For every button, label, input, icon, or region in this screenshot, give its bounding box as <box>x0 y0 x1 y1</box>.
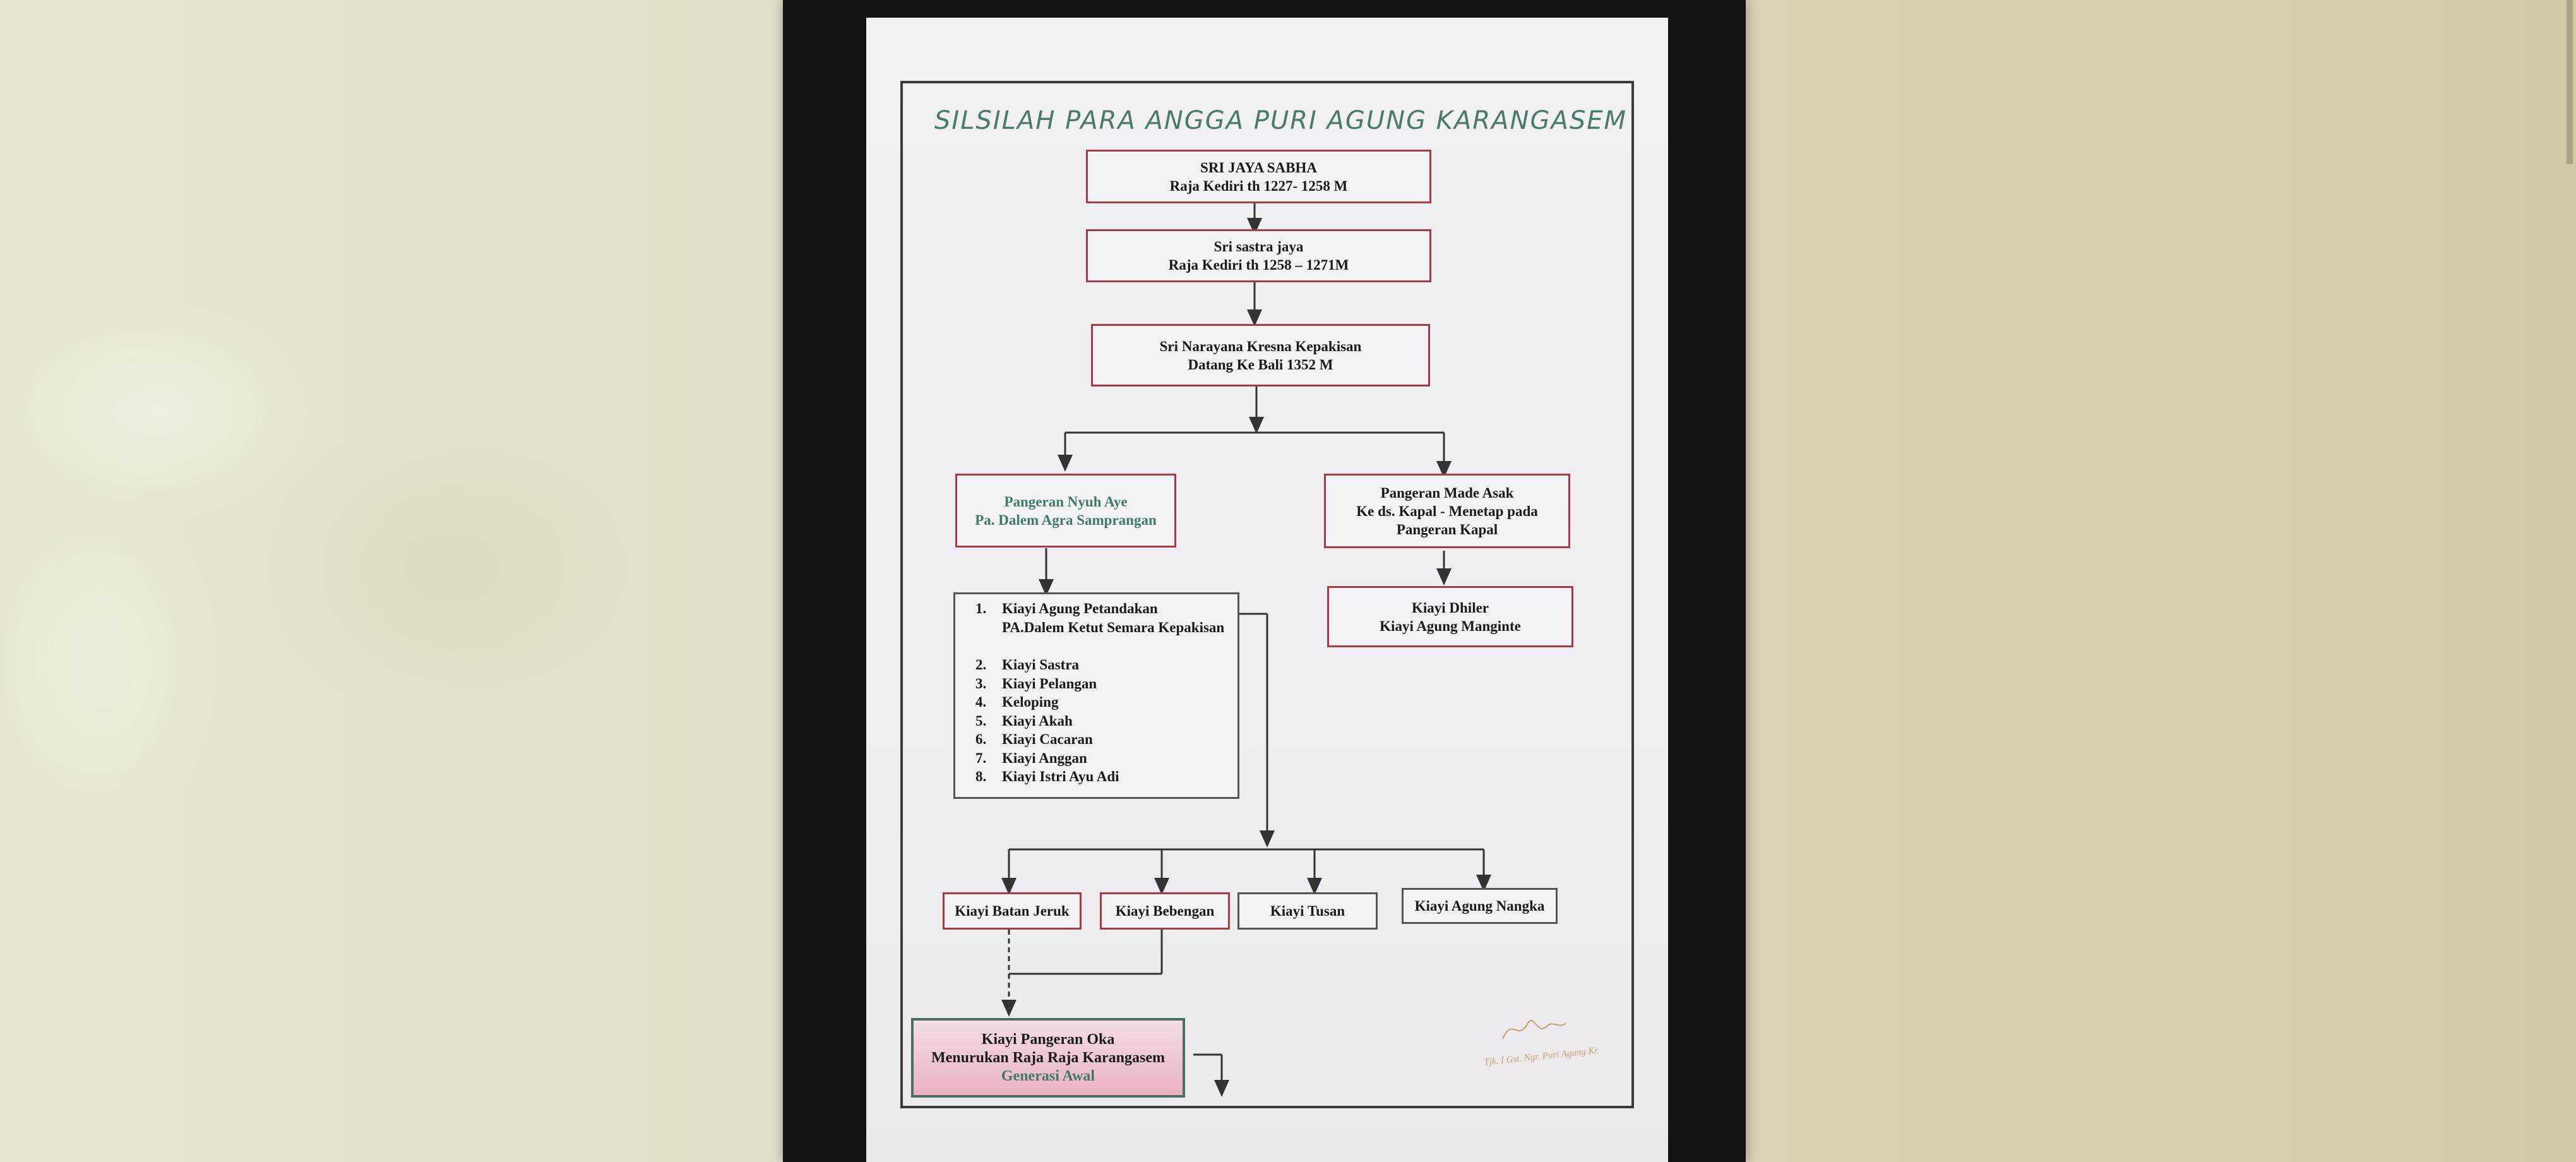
node-line: Sri Narayana Kresna Kepakisan <box>1159 338 1362 354</box>
list-number: 6. <box>975 731 987 747</box>
node-kiayi-bebengan: Kiayi Bebengan <box>1100 892 1230 930</box>
node-line: Kiayi Agung Manginte <box>1380 618 1521 634</box>
list-item: 3. Kiayi Pelangan <box>975 674 1237 693</box>
children-list: 1. Kiayi Agung Petandakan PA.Dalem Ketut … <box>953 592 1239 799</box>
wall-left <box>0 0 786 1162</box>
node-kiayi-batan-jeruk: Kiayi Batan Jeruk <box>943 892 1082 930</box>
list-name: PA.Dalem Ketut Semara Kepakisan <box>1002 619 1225 635</box>
node-line: Raja Kediri th 1227- 1258 M <box>1169 177 1348 194</box>
list-name: Keloping <box>1002 694 1059 710</box>
node-kiayi-pangeran-oka: Kiayi Pangeran Oka Menurukan Raja Raja K… <box>911 1018 1185 1098</box>
signature-scribble <box>1502 1020 1566 1039</box>
node-sri-sastra-jaya: Sri sastra jaya Raja Kediri th 1258 – 12… <box>1086 229 1431 282</box>
list-name: Kiayi Akah <box>1002 712 1073 729</box>
list-item: 8. Kiayi Istri Ayu Adi <box>975 767 1237 786</box>
wall-right <box>1743 0 2576 1162</box>
node-pangeran-nyuh-aye: Pangeran Nyuh Aye Pa. Dalem Agra Sampran… <box>955 474 1176 548</box>
node-line: Generasi Awal <box>1001 1067 1095 1084</box>
list-item: 5. Kiayi Akah <box>975 712 1237 731</box>
node-line: SRI JAYA SABHA <box>1200 159 1317 176</box>
node-line: Pa. Dalem Agra Samprangan <box>975 512 1157 528</box>
list-number: 3. <box>975 675 987 692</box>
list-item: 7. Kiayi Anggan <box>975 749 1237 768</box>
node-line: Kiayi Batan Jeruk <box>955 903 1070 919</box>
list-item: 4. Keloping <box>975 693 1237 712</box>
list-number: 8. <box>975 769 987 784</box>
node-line: Kiayi Dhiler <box>1411 599 1489 616</box>
node-line: Kiayi Agung Nangka <box>1414 898 1545 914</box>
list-name: Kiayi Istri Ayu Adi <box>1002 769 1119 784</box>
poster-border <box>900 81 1634 1108</box>
list-item: 1. Kiayi Agung Petandakan <box>975 599 1237 618</box>
node-sri-jaya-sabha: SRI JAYA SABHA Raja Kediri th 1227- 1258… <box>1086 150 1431 203</box>
node-kiayi-tusan: Kiayi Tusan <box>1237 892 1378 930</box>
wall-crack <box>2567 0 2573 164</box>
list-name: Kiayi Cacaran <box>1002 731 1093 747</box>
node-line: Sri sastra jaya <box>1213 239 1304 255</box>
list-item: 6. Kiayi Cacaran <box>975 730 1237 749</box>
node-line: Pangeran Nyuh Aye <box>1004 493 1128 510</box>
list-number: 2. <box>975 657 987 673</box>
node-line: Kiayi Tusan <box>1270 903 1345 919</box>
list-number: 4. <box>975 694 987 710</box>
node-kiayi-agung-nangka: Kiayi Agung Nangka <box>1402 888 1558 924</box>
node-line: Menurukan Raja Raja Karangasem <box>931 1049 1165 1066</box>
list-number: 1. <box>975 601 987 616</box>
poster-title: SILSILAH PARA ANGGA PURI AGUNG KARANGASE… <box>934 106 1627 135</box>
list-number: 7. <box>975 750 987 766</box>
node-kiayi-dhiler: Kiayi Dhiler Kiayi Agung Manginte <box>1327 586 1573 647</box>
list-item: PA.Dalem Ketut Semara Kepakisan <box>975 618 1237 637</box>
node-line: Kiayi Pangeran Oka <box>981 1031 1115 1048</box>
list-item: 2. Kiayi Sastra <box>975 656 1237 674</box>
list-name: Kiayi Sastra <box>1002 657 1080 673</box>
node-pangeran-made-asak: Pangeran Made Asak Ke ds. Kapal - Meneta… <box>1324 474 1570 548</box>
node-narayana-kresna: Sri Narayana Kresna Kepakisan Datang Ke … <box>1091 324 1430 386</box>
list-name: Kiayi Anggan <box>1002 750 1087 766</box>
node-line: Pangeran Made Asak <box>1380 484 1514 501</box>
list-name: Kiayi Agung Petandakan <box>1002 601 1158 616</box>
list-name: Kiayi Pelangan <box>1002 675 1097 692</box>
list-number: 5. <box>975 712 987 729</box>
node-line: Ke ds. Kapal - Menetap pada <box>1356 503 1538 519</box>
node-line: Pangeran Kapal <box>1396 521 1498 537</box>
node-line: Raja Kediri th 1258 – 1271M <box>1168 257 1349 273</box>
node-line: Datang Ke Bali 1352 M <box>1188 356 1333 373</box>
node-line: Kiayi Bebengan <box>1115 903 1215 919</box>
